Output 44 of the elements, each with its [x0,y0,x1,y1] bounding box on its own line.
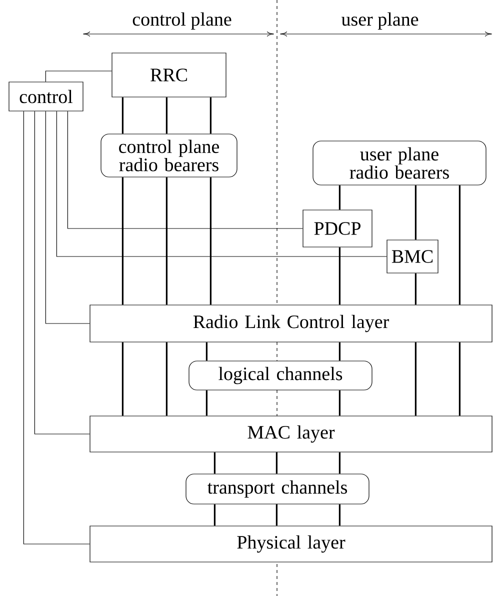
channel-group-box: transport channels [186,474,370,504]
layer-box: Radio Link Control layer [90,304,492,342]
bearer-group-box: user plane radio bearers [312,140,486,186]
connector-line [23,111,90,544]
connector-line [338,185,340,210]
control-box: control [8,82,84,112]
connector-line [45,70,112,82]
connector-line [122,342,124,416]
connector-line [210,177,212,305]
connector-line [458,185,460,305]
connector-line [122,177,124,305]
plane-label: control plane [132,12,232,30]
connector-line [214,452,216,474]
protocol-box: RRC [112,52,226,98]
channel-group-box: logical channels [188,360,372,390]
connector-line [414,273,416,305]
connector-line [276,504,278,526]
connector-line [210,97,212,134]
protocol-box: BMC [386,240,438,274]
connector-line [166,177,168,305]
connector-line [276,452,278,474]
connector-line [206,390,208,416]
connector-line [122,97,124,134]
layer-box: MAC layer [90,416,492,452]
connector-line [56,111,387,257]
connector-line [414,342,416,416]
connector-line [414,185,416,240]
bearer-group-box: control plane radio bearers [100,134,238,178]
connector-line [338,504,340,526]
connector-line [206,342,208,361]
plane-label: user plane [341,12,418,30]
connector-line [166,342,168,416]
connector-line [67,111,303,229]
connector-line [45,111,90,324]
connector-line [338,452,340,474]
connector-line [214,504,216,526]
connector-line [34,111,90,434]
connector-line [338,390,340,416]
protocol-box: PDCP [302,210,372,248]
connector-line [338,247,340,305]
connector-line [458,342,460,416]
connector-line [338,342,340,361]
connector-line [166,97,168,134]
layer-box: Physical layer [90,526,492,562]
